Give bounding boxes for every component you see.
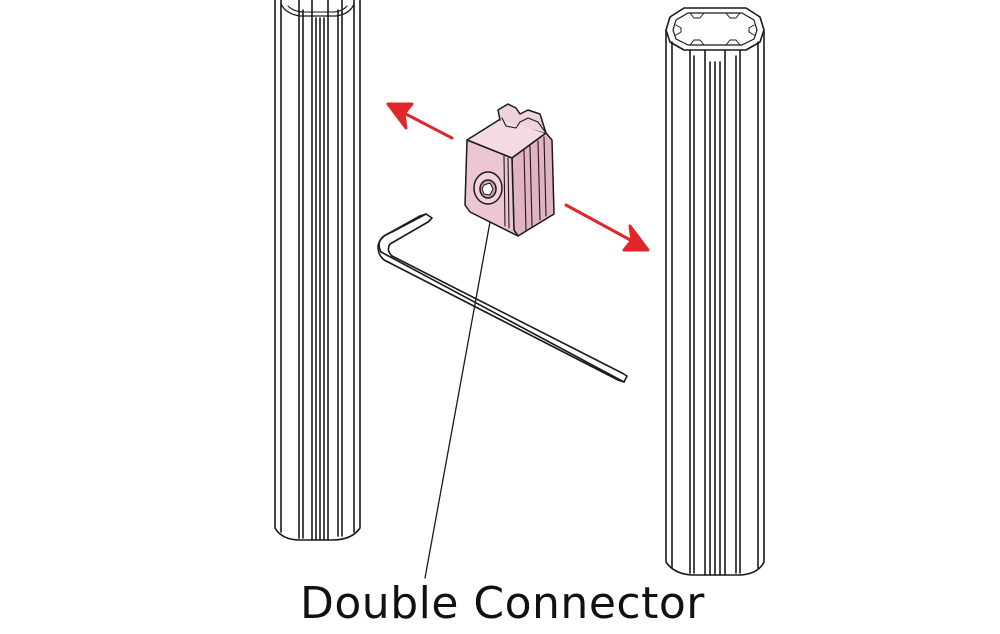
hex-key xyxy=(377,213,628,383)
assembly-diagram xyxy=(274,0,765,579)
right-extrusion-profile xyxy=(665,7,765,576)
right-direction-arrow xyxy=(564,203,650,252)
left-extrusion-profile xyxy=(274,0,361,541)
double-connector-caption: Double Connector xyxy=(300,578,705,629)
double-connector xyxy=(464,103,555,237)
left-direction-arrow xyxy=(386,102,454,140)
leader-line xyxy=(424,221,491,579)
